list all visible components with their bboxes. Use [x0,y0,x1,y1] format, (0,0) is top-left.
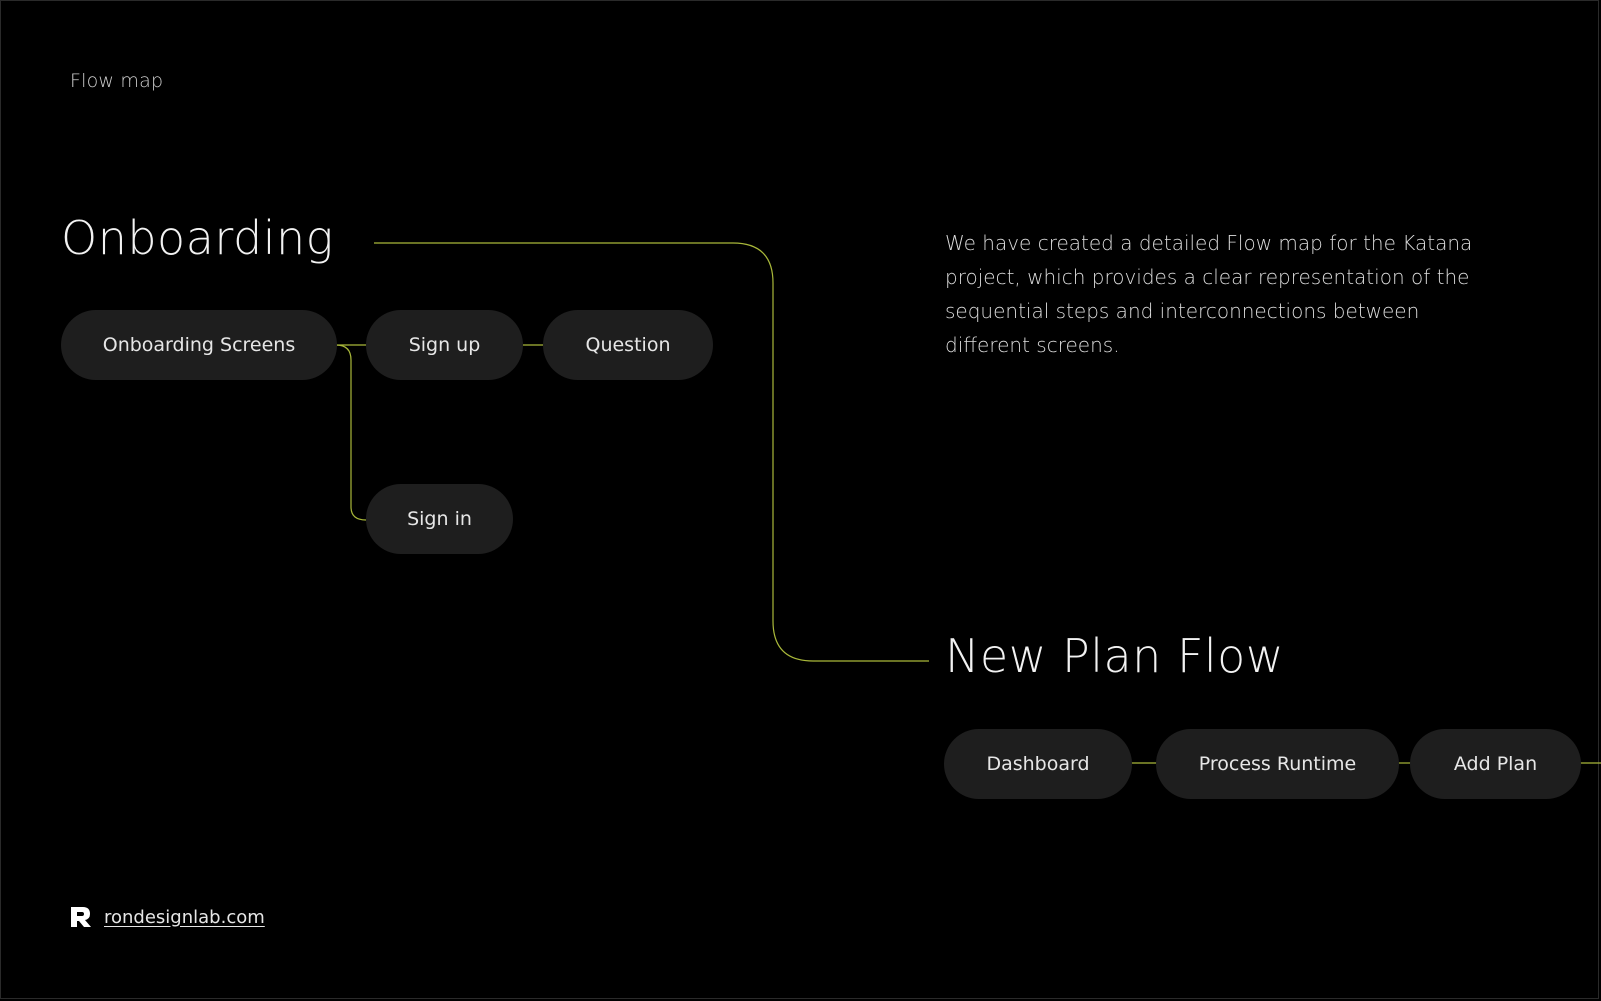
r-logo-icon [70,906,92,928]
description-text: We have created a detailed Flow map for … [945,231,1473,357]
node-add-plan[interactable]: Add Plan [1410,729,1581,799]
node-onboarding-screens[interactable]: Onboarding Screens [61,310,337,380]
onboarding-title: Onboarding [61,211,334,265]
connector-onboarding-to-newplan [374,242,929,662]
node-dashboard[interactable]: Dashboard [944,729,1132,799]
website-link[interactable]: rondesignlab.com [104,906,265,928]
footer: rondesignlab.com [70,906,265,928]
node-question[interactable]: Question [543,310,713,380]
connector-screens-to-signin [335,344,367,521]
node-sign-in[interactable]: Sign in [366,484,513,554]
new-plan-flow-title: New Plan Flow [945,629,1284,683]
node-process-runtime[interactable]: Process Runtime [1156,729,1399,799]
page-label: Flow map [70,70,164,92]
node-sign-up[interactable]: Sign up [366,310,523,380]
